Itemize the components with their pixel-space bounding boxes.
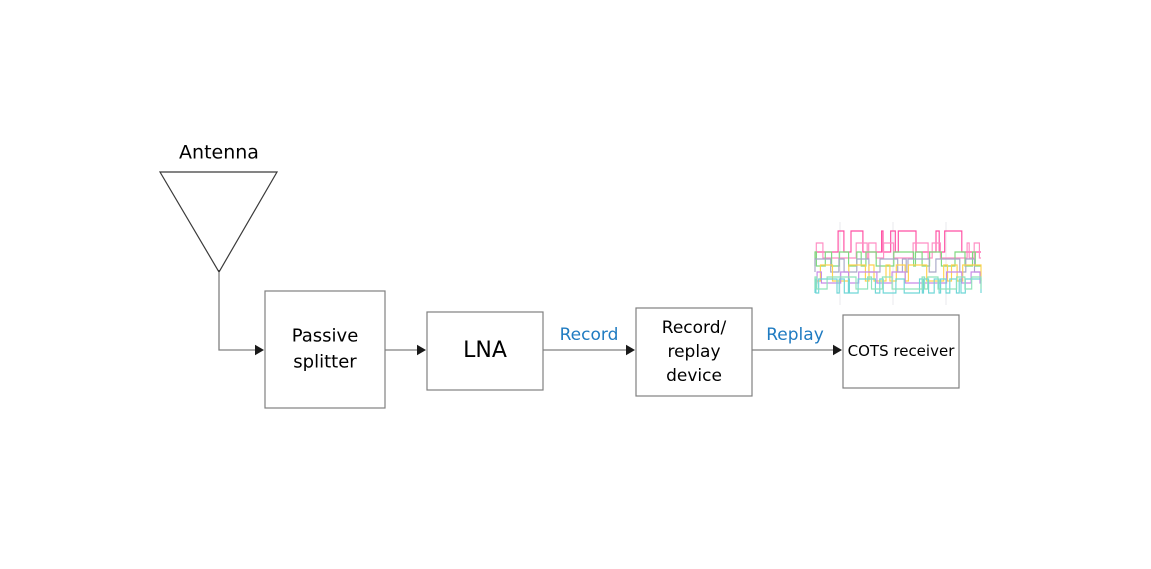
connector-labels-layer: Record Replay <box>560 325 824 345</box>
record-replay-device-block[interactable]: Record/replay device <box>635 307 753 397</box>
lna-rect[interactable] <box>426 311 544 391</box>
record-replay-device-label-line-2: device <box>666 366 722 386</box>
splitter-to-lna-arrowhead <box>417 344 426 356</box>
passive-splitter-label-line-1: splitter <box>293 352 357 373</box>
antenna-label: Antenna <box>179 142 259 164</box>
connector-antenna-to-splitter <box>218 272 264 356</box>
connector-splitter-to-lna <box>385 344 426 356</box>
node-blocks-layer: Passive splitter LNA Record/replay device COT… <box>264 290 960 409</box>
waveform-layer <box>814 222 982 305</box>
connectors-layer <box>218 272 842 356</box>
antenna-to-splitter-arrowhead <box>255 344 264 356</box>
connector-record-replay-device-to-cots-receiver <box>752 344 842 356</box>
passive-splitter-rect[interactable] <box>264 290 386 409</box>
lna-label-line-0: LNA <box>463 338 507 363</box>
device-to-receiver-label: Replay <box>766 325 824 345</box>
connector-lna-to-record-replay-device <box>543 344 635 356</box>
logic-analyzer-waveform-graphic <box>814 222 982 305</box>
record-replay-device-label-line-1: replay <box>667 342 720 362</box>
record-replay-device-label-line-0: Record/ <box>662 318 727 338</box>
lna-to-device-arrowhead <box>626 344 635 356</box>
lna-to-device-label: Record <box>560 325 619 345</box>
passive-splitter-block[interactable]: Passive splitter <box>264 290 386 409</box>
cots-receiver-label-line-0: COTS receiver <box>848 342 956 360</box>
antenna-group[interactable]: Antenna <box>158 142 279 274</box>
device-to-receiver-arrowhead <box>833 344 842 356</box>
cots-receiver-block[interactable]: COTS receiver <box>842 314 960 389</box>
antenna-triangle-icon[interactable] <box>158 171 279 274</box>
waveform-channel-mint <box>814 276 982 290</box>
waveform-channel-gray-violet <box>814 258 981 273</box>
passive-splitter-label-line-0: Passive <box>292 326 359 347</box>
record-replay-device-rect[interactable] <box>635 307 753 397</box>
lna-block[interactable]: LNA <box>426 311 544 391</box>
antenna-to-splitter-line <box>218 272 262 351</box>
waveform-channel-pink-lower <box>815 242 981 259</box>
cots-receiver-rect[interactable] <box>842 314 960 389</box>
waveform-channel-cyan <box>814 278 982 294</box>
